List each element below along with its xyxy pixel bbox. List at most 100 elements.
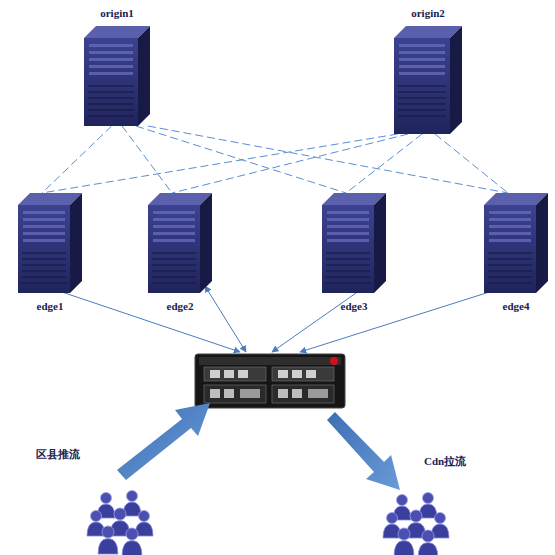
server-bay	[489, 218, 531, 221]
server-icon	[484, 193, 548, 293]
server-vent	[398, 110, 446, 111]
dashed-link	[435, 134, 508, 193]
server-node: origin1	[84, 4, 150, 126]
push-flow-arrow	[117, 403, 210, 480]
person-head	[423, 493, 434, 504]
server-vent	[326, 271, 370, 272]
server-node: edge4	[484, 193, 548, 315]
server-vent	[152, 283, 196, 284]
server-bay	[153, 232, 195, 235]
device-port	[210, 389, 220, 398]
server-icon	[84, 26, 150, 126]
server-node: edge3	[322, 193, 386, 315]
server-vent	[398, 86, 446, 87]
person-head	[435, 513, 446, 524]
server-vent	[488, 265, 532, 266]
device-body	[195, 354, 345, 408]
server-front	[484, 205, 536, 293]
server-bay	[153, 225, 195, 228]
device-port	[306, 370, 316, 378]
server-bay	[89, 58, 133, 61]
server-bay	[399, 65, 445, 68]
device-port	[278, 370, 288, 378]
device-module	[272, 385, 334, 403]
server-side	[536, 193, 548, 293]
server-vent	[488, 253, 532, 254]
device-module	[204, 367, 266, 381]
device-port	[238, 370, 248, 378]
server-bay	[23, 211, 65, 214]
server-vent	[152, 259, 196, 260]
user-group-icon	[383, 493, 449, 555]
server-bay	[153, 218, 195, 221]
server-vent	[326, 277, 370, 278]
person-head	[410, 510, 422, 522]
server-vent	[22, 271, 66, 272]
dashed-link	[172, 134, 408, 193]
server-bay	[327, 239, 369, 242]
server-node: edge2	[148, 193, 212, 315]
server-vent	[22, 283, 66, 284]
server-bay	[399, 51, 445, 54]
person-body	[394, 541, 414, 555]
server-side	[374, 193, 386, 293]
server-vent	[88, 92, 134, 93]
server-vent	[152, 253, 196, 254]
server-top	[394, 26, 462, 38]
server-bay	[489, 239, 531, 242]
person-head	[101, 493, 112, 504]
person-head	[126, 528, 138, 540]
server-bay	[327, 211, 369, 214]
server-bay	[153, 239, 195, 242]
flow-label: Cdn拉流	[424, 454, 466, 469]
server-label: edge4	[464, 300, 555, 312]
person-body	[418, 543, 438, 555]
device-top-strip	[199, 357, 341, 365]
server-vent	[22, 259, 66, 260]
person-head	[114, 508, 126, 520]
person-head	[139, 511, 150, 522]
server-front	[394, 38, 450, 134]
server-bay	[23, 239, 65, 242]
server-front	[84, 38, 138, 126]
server-vent	[488, 259, 532, 260]
server-vent	[326, 253, 370, 254]
person-body	[122, 541, 142, 555]
person-head	[398, 528, 410, 540]
dashed-link	[346, 134, 422, 193]
server-vent	[88, 110, 134, 111]
server-bay	[327, 218, 369, 221]
server-side	[200, 193, 212, 293]
person-head	[127, 491, 138, 502]
server-vent	[398, 116, 446, 117]
server-node: edge1	[18, 193, 82, 315]
server-vent	[152, 277, 196, 278]
server-side	[70, 193, 82, 293]
server-icon	[18, 193, 82, 293]
device-port	[240, 389, 260, 398]
server-bay	[489, 211, 531, 214]
link-arrow	[50, 288, 240, 352]
server-bay	[89, 72, 133, 75]
server-icon	[322, 193, 386, 293]
device-port	[292, 370, 302, 378]
server-node: origin2	[394, 4, 462, 134]
server-front	[148, 205, 200, 293]
server-label: edge2	[128, 300, 232, 312]
server-front	[18, 205, 70, 293]
server-front	[322, 205, 374, 293]
server-vent	[88, 98, 134, 99]
link-arrow	[300, 288, 502, 352]
server-bay	[89, 51, 133, 54]
dashed-link	[148, 126, 508, 193]
person-head	[91, 511, 102, 522]
server-bay	[23, 218, 65, 221]
illustration-group	[50, 286, 502, 555]
device-port	[224, 389, 234, 398]
server-vent	[488, 283, 532, 284]
link-arrow	[272, 286, 366, 352]
server-vent	[488, 271, 532, 272]
device-port	[292, 389, 302, 398]
